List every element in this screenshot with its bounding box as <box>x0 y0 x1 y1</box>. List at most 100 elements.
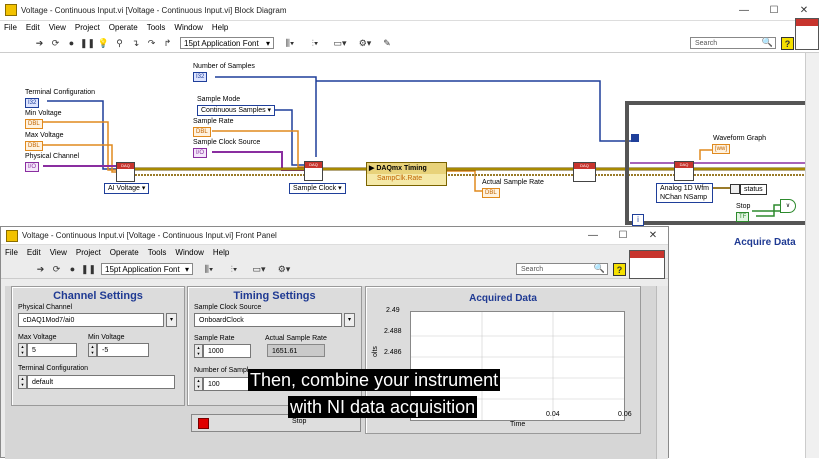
menu-operate[interactable]: Operate <box>109 248 139 257</box>
terminal-configuration-field[interactable]: default <box>27 375 175 389</box>
ai-voltage-ring[interactable]: AI Voltage ▾ <box>104 183 150 194</box>
sample-rate-terminal[interactable]: DBL <box>193 127 211 137</box>
stop-button[interactable]: Stop <box>191 414 361 432</box>
block-diagram-vertical-scrollbar[interactable] <box>805 53 819 458</box>
minimize-icon[interactable]: — <box>739 4 749 16</box>
min-voltage-stepper[interactable]: ▲▼ <box>88 343 97 357</box>
sample-clock-source-field[interactable]: OnboardClock <box>194 313 342 327</box>
waveform-graph-terminal[interactable]: [ww] <box>712 144 730 154</box>
highlight-execution-icon[interactable]: 💡 <box>97 37 110 48</box>
clean-up-diagram-icon[interactable]: ✎ <box>383 37 391 48</box>
menu-project[interactable]: Project <box>75 248 101 257</box>
step-out-icon[interactable]: ↱ <box>163 37 172 48</box>
distribute-objects-icon[interactable]: ⫶▾ <box>230 263 238 274</box>
number-of-samples-stepper[interactable]: ▲▼ <box>194 377 203 391</box>
step-into-icon[interactable]: ↴ <box>131 37 140 48</box>
font-selector[interactable]: 15pt Application Font ▾ <box>180 37 274 49</box>
menu-tools[interactable]: Tools <box>146 23 166 32</box>
ai-voltage-value: AI Voltage <box>108 185 140 192</box>
sample-clock-source-terminal[interactable]: I/O <box>193 148 208 158</box>
physical-channel-terminal[interactable]: I/O <box>25 162 40 172</box>
maximize-icon[interactable]: ☐ <box>769 4 779 16</box>
close-icon[interactable]: ✕ <box>799 4 809 16</box>
x-tick-label: 0.04 <box>546 411 560 418</box>
physical-channel-dropdown[interactable]: ▾ <box>166 313 177 327</box>
physical-channel-label: Physical Channel <box>25 153 80 160</box>
distribute-objects-icon[interactable]: ⫶▾ <box>311 37 319 48</box>
read-mode-ring[interactable]: Analog 1D Wfm NChan NSamp <box>656 183 714 203</box>
number-of-samples-terminal[interactable]: I32 <box>193 72 208 82</box>
menu-operate[interactable]: Operate <box>108 23 138 32</box>
max-voltage-terminal[interactable]: DBL <box>25 141 43 151</box>
property-node-item[interactable]: SampClk.Rate <box>377 175 423 182</box>
sample-clock-source-dropdown[interactable]: ▾ <box>344 313 355 327</box>
align-objects-icon[interactable]: ⫼▾ <box>204 263 214 274</box>
number-of-samples-field[interactable]: 100 <box>203 377 251 391</box>
font-selector[interactable]: 15pt Application Font ▾ <box>101 263 193 275</box>
minimize-icon[interactable]: — <box>588 230 598 241</box>
resize-objects-icon[interactable]: ▭▾ <box>333 37 347 48</box>
sample-rate-stepper[interactable]: ▲▼ <box>194 344 203 358</box>
daqmx-timing-property-node[interactable]: ▶ DAQmx Timing SampClk.Rate <box>366 162 447 186</box>
max-voltage-stepper[interactable]: ▲▼ <box>18 343 27 357</box>
unbundle-node[interactable] <box>730 184 740 194</box>
abort-icon[interactable]: ● <box>68 38 75 48</box>
context-help-icon[interactable]: ? <box>781 37 794 50</box>
reorder-icon[interactable]: ⚙▾ <box>277 263 291 274</box>
menu-window[interactable]: Window <box>174 23 203 32</box>
search-input[interactable]: Search <box>690 37 776 49</box>
context-help-icon[interactable]: ? <box>613 263 626 276</box>
run-continuously-icon[interactable]: ⟳ <box>52 263 61 274</box>
terminal-configuration-terminal[interactable]: I32 <box>25 98 40 108</box>
physical-channel-field[interactable]: cDAQ1Mod7/ai0 <box>18 313 164 327</box>
vi-connector-icon[interactable] <box>795 18 819 50</box>
search-icon[interactable]: 🔍 <box>593 263 606 273</box>
daqmx-read-vi[interactable]: DAQ <box>674 161 694 181</box>
daqmx-start-task-vi[interactable]: DAQ <box>573 162 596 182</box>
step-over-icon[interactable]: ↷ <box>147 37 156 48</box>
align-objects-icon[interactable]: ⫼▾ <box>285 37 295 48</box>
menu-view[interactable]: View <box>48 23 66 32</box>
status-unbundle[interactable]: status <box>740 184 767 195</box>
vi-connector-icon[interactable] <box>629 250 665 279</box>
stop-terminal[interactable]: TF <box>736 212 750 222</box>
menu-project[interactable]: Project <box>74 23 100 32</box>
sample-clock-source-label: Sample Clock Source <box>194 304 262 311</box>
min-voltage-field[interactable]: -5 <box>97 343 149 357</box>
maximize-icon[interactable]: ☐ <box>618 230 628 241</box>
front-panel-vertical-scrollbar[interactable] <box>656 286 668 459</box>
min-voltage-terminal[interactable]: DBL <box>25 119 43 129</box>
menu-help[interactable]: Help <box>211 23 229 32</box>
reorder-icon[interactable]: ⚙▾ <box>358 37 372 48</box>
terminal-configuration-stepper[interactable]: ▲▼ <box>18 375 27 389</box>
menu-file[interactable]: File <box>4 23 17 32</box>
sample-clock-ring[interactable]: Sample Clock ▾ <box>289 183 346 194</box>
close-icon[interactable]: ✕ <box>648 230 658 241</box>
pause-icon[interactable]: ❚❚ <box>79 37 96 48</box>
graph-plot-area[interactable] <box>410 311 625 421</box>
resize-objects-icon[interactable]: ▭▾ <box>252 263 266 274</box>
sample-rate-field[interactable]: 1000 <box>203 344 251 358</box>
daqmx-create-channel-vi[interactable]: DAQ <box>116 162 135 182</box>
or-function[interactable]: ∨ <box>780 199 796 213</box>
menu-tools[interactable]: Tools <box>147 248 167 257</box>
sample-mode-ring[interactable]: Continuous Samples ▾ <box>197 105 276 116</box>
daqmx-timing-vi[interactable]: DAQ <box>304 161 323 181</box>
menu-edit[interactable]: Edit <box>26 248 41 257</box>
menu-help[interactable]: Help <box>212 248 230 257</box>
retain-wire-values-icon[interactable]: ⚲ <box>116 37 123 48</box>
menu-view[interactable]: View <box>49 248 67 257</box>
menu-window[interactable]: Window <box>175 248 204 257</box>
menu-edit[interactable]: Edit <box>25 23 40 32</box>
search-icon[interactable]: 🔍 <box>761 37 774 47</box>
actual-sample-rate-terminal[interactable]: DBL <box>482 188 500 198</box>
search-input[interactable]: Search <box>516 263 608 275</box>
menu-file[interactable]: File <box>5 248 18 257</box>
run-arrow-icon[interactable]: ➔ <box>35 37 44 48</box>
max-voltage-field[interactable]: 5 <box>27 343 77 357</box>
terminal-configuration-label: Terminal Configuration <box>25 89 96 96</box>
run-continuously-icon[interactable]: ⟳ <box>51 37 60 48</box>
pause-icon[interactable]: ❚❚ <box>80 263 97 274</box>
run-arrow-icon[interactable]: ➔ <box>36 263 45 274</box>
abort-icon[interactable]: ● <box>69 264 76 274</box>
